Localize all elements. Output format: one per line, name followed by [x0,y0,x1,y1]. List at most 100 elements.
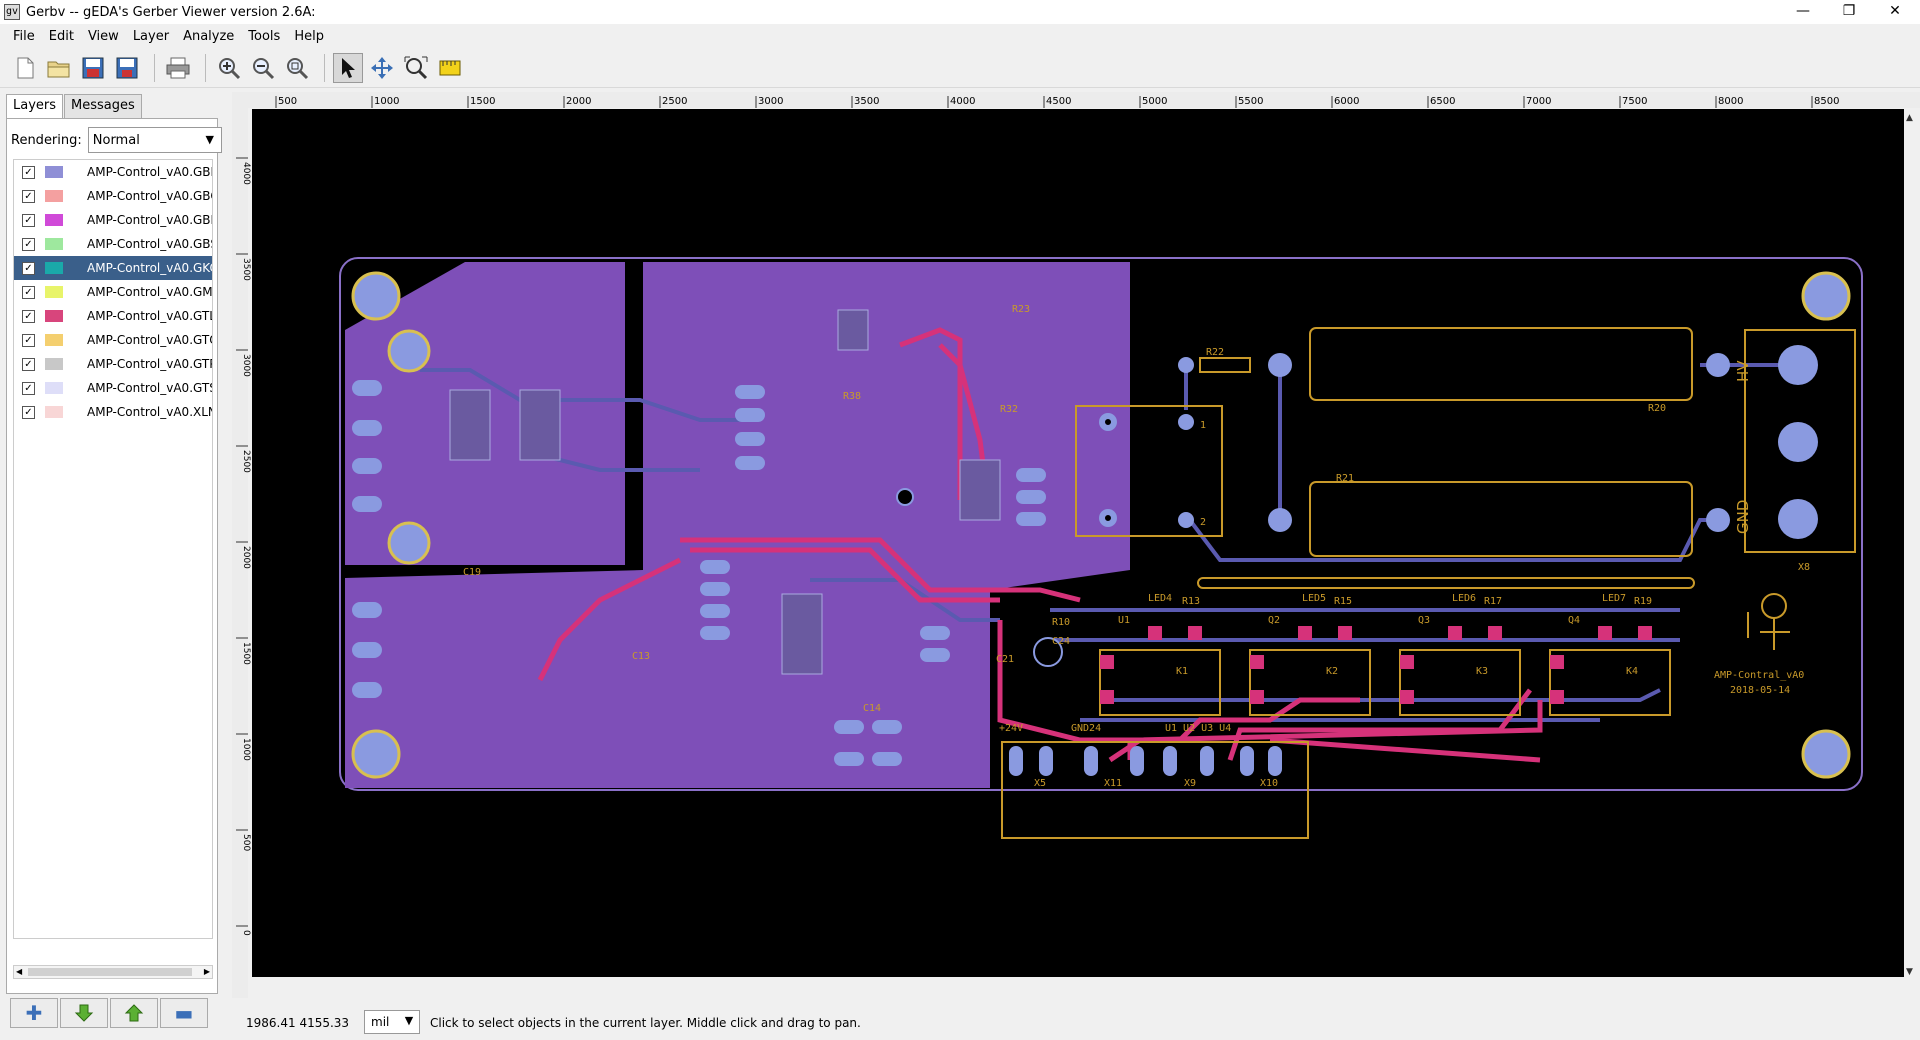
label-led6: LED6 [1452,593,1476,604]
scroll-down-icon[interactable]: ▼ [1906,967,1913,977]
print-icon[interactable] [163,53,193,83]
scroll-up-icon[interactable]: ▲ [1906,113,1913,123]
new-icon[interactable] [10,53,40,83]
toolbar-separator [324,53,325,82]
board-outline [339,257,1863,791]
save-icon[interactable] [112,53,142,83]
label-led7: LED7 [1602,593,1626,604]
scroll-left-icon[interactable]: ◀ [16,967,23,976]
measure-tool-icon[interactable] [435,53,465,83]
menu-edit[interactable]: Edit [48,28,74,44]
layer-row[interactable]: ✓AMP-Control_vA0.GBC [14,184,212,208]
label-k2: K2 [1326,666,1338,677]
move-layer-down-button[interactable] [60,998,108,1028]
layer-color-swatch[interactable] [45,310,63,322]
layer-row[interactable]: ✓AMP-Control_vA0.GBS [14,232,212,256]
via-holes [896,417,1113,667]
label-x8: X8 [1798,562,1810,573]
board-name: AMP-Contral_vA0 [1714,670,1804,681]
layer-list-scrollbar[interactable]: ◀ ▶ [13,965,213,979]
ruler-label: 5500 [1238,96,1263,107]
label-r13: R13 [1182,596,1200,607]
scrollbar-thumb[interactable] [28,968,192,976]
unit-select[interactable]: mil ▼ [364,1010,420,1034]
layer-visibility-checkbox[interactable]: ✓ [22,237,35,251]
layer-visibility-checkbox[interactable]: ✓ [22,213,35,227]
rendering-select[interactable]: Normal ▼ [87,127,222,153]
layer-color-swatch[interactable] [45,166,63,178]
label-r32: R32 [1000,404,1018,415]
revert-icon[interactable] [78,53,108,83]
layer-visibility-checkbox[interactable]: ✓ [22,309,35,323]
move-layer-up-button[interactable] [110,998,158,1028]
top-traces [537,327,1543,763]
menu-file[interactable]: File [13,28,35,44]
ruler-label: 8000 [1718,96,1743,107]
layer-row[interactable]: ✓AMP-Control_vA0.GTP [14,352,212,376]
layer-row[interactable]: ✓AMP-Control_vA0.GM [14,280,212,304]
layer-visibility-checkbox[interactable]: ✓ [22,261,35,275]
layer-visibility-checkbox[interactable]: ✓ [22,333,35,347]
menu-view[interactable]: View [87,28,119,44]
layer-row[interactable]: ✓AMP-Control_vA0.GBL [14,160,212,184]
add-layer-button[interactable]: ✚ [10,998,58,1028]
layer-visibility-checkbox[interactable]: ✓ [22,405,35,419]
zoom-out-icon[interactable] [248,53,278,83]
remove-layer-button[interactable]: ▬ [160,998,208,1028]
smd-pads [1100,626,1652,704]
relay-group [1099,649,1671,716]
scroll-right-icon[interactable]: ▶ [203,967,210,976]
layer-row[interactable]: ✓ AMP-Control_vA0.XLN [14,400,212,424]
layer-color-swatch[interactable] [45,286,63,298]
menu-analyze[interactable]: Analyze [183,28,235,44]
layer-visibility-checkbox[interactable]: ✓ [22,381,35,395]
layer-name: AMP-Control_vA0.GTO [87,333,212,347]
tab-layers[interactable]: Layers [6,94,64,118]
zoom-fit-icon[interactable] [282,53,312,83]
layer-color-swatch[interactable] [45,190,63,202]
label-r20: R20 [1648,403,1666,414]
layer-row[interactable]: ✓AMP-Control_vA0.GKO [14,256,212,280]
vertical-scrollbar[interactable] [1904,109,1920,977]
zoom-tool-icon[interactable] [401,53,431,83]
layer-color-swatch[interactable] [45,262,63,274]
layer-color-swatch[interactable] [45,334,63,346]
pointer-tool-icon[interactable] [333,52,363,83]
horizontal-scrollbar[interactable] [252,977,1904,991]
layer-color-swatch[interactable] [45,238,63,250]
layer-row[interactable]: ✓AMP-Control_vA0.GBP [14,208,212,232]
layer-visibility-checkbox[interactable]: ✓ [22,285,35,299]
label-r23: R23 [1012,304,1030,315]
layer-color-swatch[interactable] [45,214,63,226]
minimize-button[interactable]: — [1796,3,1810,19]
layer-visibility-checkbox[interactable]: ✓ [22,165,35,179]
layer-row[interactable]: ✓AMP-Control_vA0.GTS [14,376,212,400]
tab-messages[interactable]: Messages [64,94,142,118]
header-pads [1009,746,1282,776]
menu-tools[interactable]: Tools [248,28,281,44]
layer-row[interactable]: ✓ AMP-Control_vA0.GTO [14,328,212,352]
layer-name: AMP-Control_vA0.XLN [87,405,212,419]
layer-color-swatch[interactable] [45,382,63,394]
label-hv: HV [1734,360,1752,382]
label-c21: C21 [996,654,1014,665]
close-button[interactable]: ✕ [1889,3,1901,19]
zoom-in-icon[interactable] [214,53,244,83]
open-icon[interactable] [44,53,74,83]
layer-color-swatch[interactable] [45,358,63,370]
pan-tool-icon[interactable] [367,53,397,83]
layer-row[interactable]: ✓AMP-Control_vA0.GTL [14,304,212,328]
label-r17: R17 [1484,596,1502,607]
label-q3: Q3 [1418,615,1430,626]
add-layer-icon: ✚ [25,1001,43,1025]
rendering-label: Rendering: [11,132,82,148]
silkscreen-text: R22 R20 R21 X8 1 2 LED4 R13 LED5 R15 LED… [463,304,1810,789]
menu-layer[interactable]: Layer [132,28,170,44]
restore-button[interactable]: ❐ [1842,3,1856,19]
menu-help[interactable]: Help [294,28,324,44]
layer-visibility-checkbox[interactable]: ✓ [22,189,35,203]
layer-visibility-checkbox[interactable]: ✓ [22,357,35,371]
layer-color-swatch[interactable] [45,406,63,418]
